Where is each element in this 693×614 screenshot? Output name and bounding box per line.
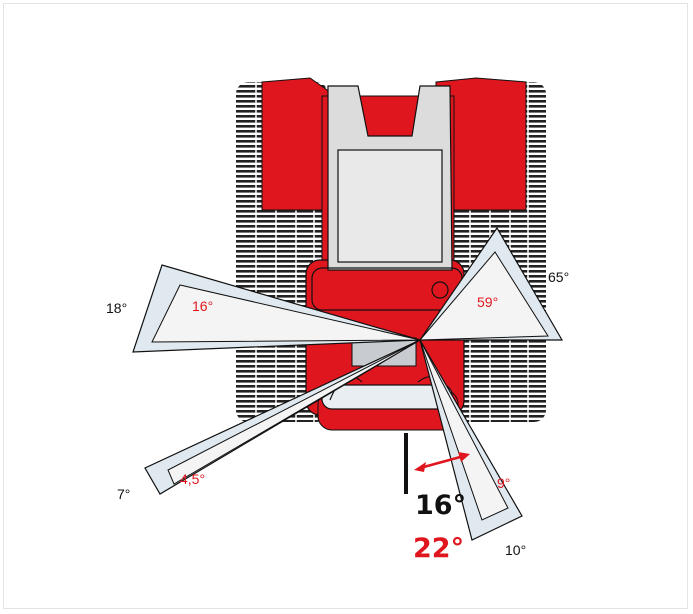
left-outer-angle-label: 18° [106, 300, 127, 316]
offset-indicator [404, 433, 470, 494]
lower-right-outer-angle-label: 10° [505, 542, 526, 558]
diagram-frame [3, 3, 688, 609]
wedge-right [418, 226, 564, 341]
lower-left-inner-angle-label: 4,5° [180, 471, 205, 487]
lower-right-inner-angle-label: 9° [497, 475, 510, 491]
wedge-lower-right [419, 339, 523, 541]
lower-left-outer-angle-label: 7° [117, 486, 130, 502]
cabin [311, 85, 463, 410]
wedge-lower-left [144, 339, 421, 495]
offset-black-value: 16° [415, 490, 466, 521]
left-inner-angle-label: 16° [192, 298, 213, 314]
right-inner-angle-label: 59° [477, 294, 498, 310]
right-outer-angle-label: 65° [548, 269, 569, 285]
offset-red-value: 22° [413, 533, 464, 564]
wedge-left [132, 264, 421, 353]
